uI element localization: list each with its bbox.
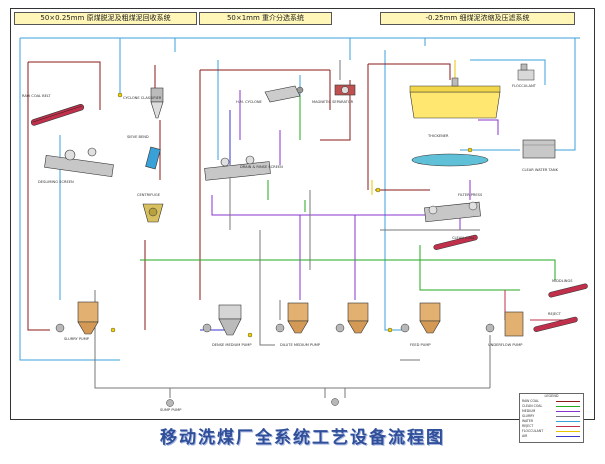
underflow-tank-icon <box>504 311 524 337</box>
label-underflow-pump: UNDERFLOW PUMP <box>488 343 523 347</box>
pump-icons <box>55 323 495 407</box>
drain-rinse-screen-icon <box>204 155 271 181</box>
clean-coal-lines <box>140 95 556 291</box>
label-flocculant: FLOCCULANT <box>512 84 536 88</box>
label-slurry-pump: SLURRY PUMP <box>64 337 89 341</box>
label-filter-press: FILTER PRESS <box>458 193 483 197</box>
label-drain-rinse-screen: DRAIN & RINSE SCREEN <box>240 165 283 169</box>
label-hm-cyclone: H.M. CYCLONE <box>236 100 262 104</box>
clear-water-tank-icon <box>522 139 556 159</box>
magnetic-separator-icon <box>334 84 356 96</box>
legend-item: SLURRY <box>520 414 583 419</box>
slurry-tank-left-icon <box>77 301 99 335</box>
legend-swatch <box>556 416 580 418</box>
label-raw-coal-belt: RAW COAL BELT <box>22 94 51 98</box>
header-thickening-filtration-system: -0.25mm 细煤泥浓缩及压滤系统 <box>380 12 575 25</box>
cyclone-classifier-icon <box>150 87 164 119</box>
dark-blue-lines <box>200 110 231 331</box>
legend-swatch <box>556 401 580 403</box>
valve-icons <box>110 92 473 338</box>
filter-press-icon <box>424 201 481 223</box>
legend-swatch <box>556 426 580 428</box>
label-reject: REJECT <box>548 312 561 316</box>
label-desliming-screen: DESLIMING SCREEN <box>38 180 74 184</box>
legend-item: CLEAN COAL <box>520 404 583 409</box>
legend-item: FLOCCULANT <box>520 429 583 434</box>
legend-title: LEGEND <box>544 394 559 398</box>
flocculant-unit-icon <box>517 63 535 81</box>
feed-tank-icon <box>419 302 441 334</box>
header-desliming-system: 50×0.25mm 原煤脱泥及粗煤泥回收系统 <box>14 12 197 25</box>
diagram-title: 移动洗煤厂全系统工艺设备流程图 <box>160 428 445 448</box>
legend-item: RAW COAL <box>520 399 583 404</box>
thickener-icon <box>409 77 501 167</box>
desliming-screen-icon <box>44 147 114 178</box>
middlings-conveyor-icon <box>548 283 588 298</box>
raw-coal-belt-icon <box>30 103 85 126</box>
label-dense-medium-pump: DENSE MEDIUM PUMP <box>212 343 252 347</box>
legend-item: AIR <box>520 434 583 439</box>
legend-swatch <box>556 406 580 408</box>
legend-swatch <box>556 436 580 438</box>
legend-item: WATER <box>520 419 583 424</box>
reject-conveyor-icon <box>533 316 578 332</box>
sieve-bend-icon <box>145 146 161 170</box>
legend-swatch <box>556 411 580 413</box>
diagram-frame <box>10 8 595 420</box>
label-cyclone-classifier: CYCLONE CLASSIFIER <box>123 96 162 100</box>
hm-cyclone-icon <box>264 85 304 103</box>
label-centrifuge: CENTRIFUGE <box>137 193 160 197</box>
legend-item: REJECT <box>520 424 583 429</box>
legend-swatch <box>556 431 580 433</box>
clean-coal-conveyor-icon <box>433 234 478 250</box>
medium-lines <box>211 90 499 300</box>
label-feed-pump: FEED PUMP <box>410 343 431 347</box>
label-sieve-bend: SIEVE BEND <box>127 135 149 139</box>
dense-medium-tank-icon <box>218 304 242 336</box>
header-dense-medium-system: 50×1mm 重介分选系统 <box>199 12 332 25</box>
medium-tank-icon <box>347 302 369 334</box>
legend: LEGEND RAW COAL CLEAN COAL MEDIUM SLURRY… <box>519 393 584 443</box>
label-thickener: THICKENER <box>428 134 449 138</box>
flocculant-lines <box>371 60 456 195</box>
label-dilute-medium-pump: DILUTE MEDIUM PUMP <box>280 343 321 347</box>
label-middlings: MIDDLINGS <box>552 279 573 283</box>
dilute-medium-tank-icon <box>287 302 309 334</box>
label-sump-pump: SUMP PUMP <box>160 408 182 412</box>
centrifuge-icon <box>142 203 164 223</box>
legend-item: MEDIUM <box>520 409 583 414</box>
legend-swatch <box>556 421 580 423</box>
label-clear-water-tank: CLEAR WATER TANK <box>522 168 558 172</box>
label-magnetic-separator: MAGNETIC SEPARATOR <box>312 100 354 104</box>
label-clean-coal: CLEAN COAL <box>452 236 475 240</box>
